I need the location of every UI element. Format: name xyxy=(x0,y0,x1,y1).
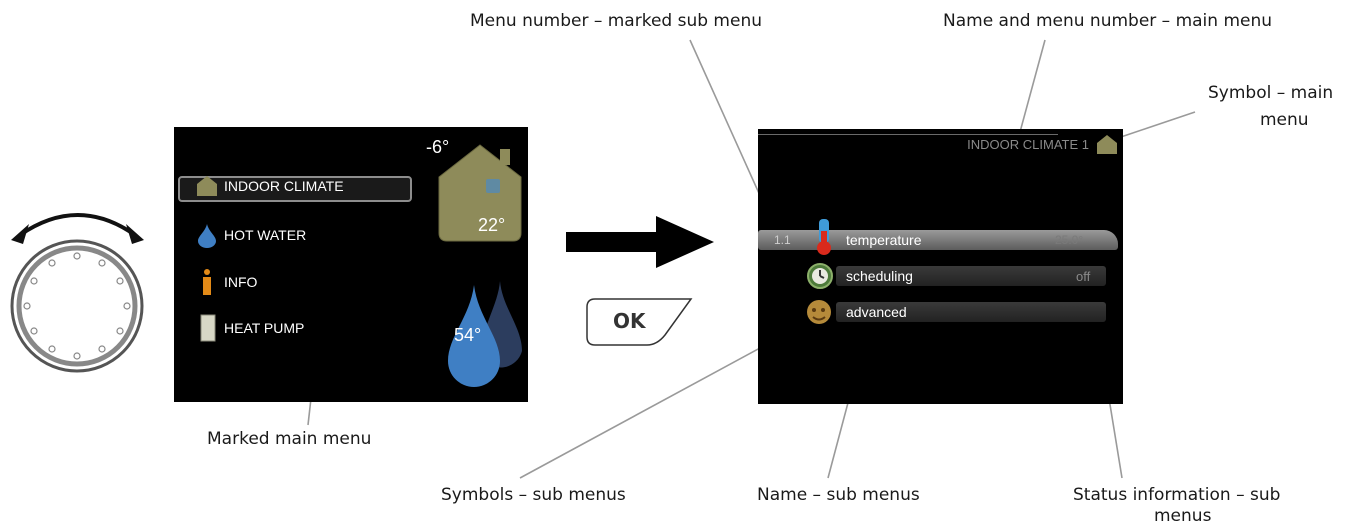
leader-name-main xyxy=(1019,39,1046,133)
main-menu-label: HEAT PUMP xyxy=(224,320,305,336)
house-icon xyxy=(197,176,217,196)
arrow-right-icon xyxy=(566,216,714,268)
marked-main-menu-highlight xyxy=(178,176,412,202)
main-menu-screen: INDOOR CLIMATE HOT WATER INFO HEAT PUMP … xyxy=(174,127,528,402)
heat-pump-icon xyxy=(200,314,216,342)
callout-marked-main: Marked main menu xyxy=(207,429,372,449)
main-menu-item-heat-pump[interactable]: HEAT PUMP xyxy=(194,314,305,342)
main-menu-label: HOT WATER xyxy=(224,227,307,243)
sub-menu-row-advanced[interactable] xyxy=(836,302,1106,322)
sub-menu-status: off xyxy=(1076,269,1091,284)
callout-symbol-main-1: Symbol – main xyxy=(1208,83,1334,103)
outdoor-temperature: -6° xyxy=(426,137,450,157)
arrow-right-icon xyxy=(126,224,144,244)
rotate-arc-icon xyxy=(18,213,137,237)
thermometer-icon xyxy=(817,219,831,255)
callout-name-main: Name and menu number – main menu xyxy=(943,11,1273,31)
main-menu-label: INDOOR CLIMATE xyxy=(224,178,344,194)
control-knob[interactable] xyxy=(5,200,155,400)
main-menu-item-indoor-climate[interactable]: INDOOR CLIMATE xyxy=(194,173,344,199)
callout-symbol-main-2: menu xyxy=(1260,110,1309,130)
hot-water-temperature: 54° xyxy=(454,325,482,345)
main-menu-item-hot-water[interactable]: HOT WATER xyxy=(194,222,306,248)
advanced-icon xyxy=(807,300,831,324)
callout-name-sub: Name – sub menus xyxy=(757,485,920,505)
arrow-left-icon xyxy=(11,224,29,244)
ok-button-shape xyxy=(586,298,693,346)
big-house-icon xyxy=(438,144,522,242)
sub-menu-status: 25.0° xyxy=(1055,233,1084,247)
info-icon xyxy=(203,269,211,295)
sub-header-title: INDOOR CLIMATE 1 xyxy=(967,137,1089,152)
callout-status-2: menus xyxy=(1154,506,1212,526)
indoor-temperature: 22° xyxy=(478,215,506,235)
sub-menu-row-scheduling[interactable] xyxy=(836,266,1106,286)
sub-menu-row-temperature[interactable] xyxy=(758,230,1118,250)
big-water-drop-icon xyxy=(448,281,522,387)
callout-status-1: Status information – sub xyxy=(1073,485,1281,505)
ok-button[interactable]: OK xyxy=(585,297,693,347)
sub-menu-screen: INDOOR CLIMATE 1 1.1 temperature 25.0° s… xyxy=(758,129,1123,404)
clock-icon xyxy=(807,263,833,289)
water-drop-icon xyxy=(198,224,216,248)
sub-menu-name: advanced xyxy=(846,304,907,320)
callout-menu-number: Menu number – marked sub menu xyxy=(470,11,762,31)
main-menu-item-info[interactable]: INFO xyxy=(194,269,257,295)
sub-menu-name: scheduling xyxy=(846,268,913,284)
sub-menu-name: temperature xyxy=(846,232,922,248)
leader-symbol-main xyxy=(1111,111,1196,141)
header-line xyxy=(758,134,1058,135)
ok-button-label: OK xyxy=(613,309,646,333)
callout-symbols-sub: Symbols – sub menus xyxy=(441,485,626,505)
main-menu-label: INFO xyxy=(224,274,258,290)
house-icon xyxy=(1097,135,1117,154)
menu-number: 1.1 xyxy=(774,233,791,247)
